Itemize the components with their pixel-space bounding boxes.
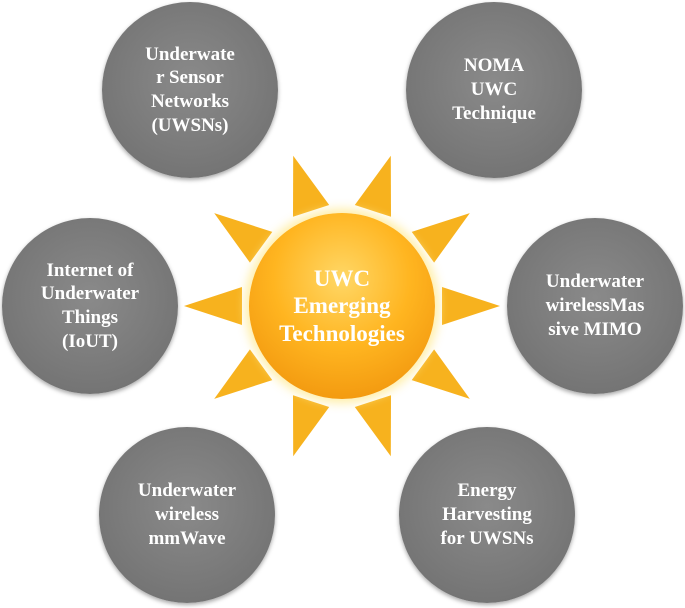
node-energy-label: Energy Harvesting for UWSNs [440,480,534,549]
node-mmwave: Underwater wireless mmWave [99,427,275,603]
sun-ray-0 [442,287,500,325]
node-iout-label: Internet of Underwater Things (IoUT) [40,259,140,352]
node-iout: Internet of Underwater Things (IoUT) [2,218,178,394]
center-circle: UWC Emerging Technologies [249,213,435,399]
node-noma-label: NOMA UWC Technique [452,55,536,124]
sun-ray-5 [184,287,242,325]
sun-ray-4 [214,349,273,399]
sun-ray-2 [354,395,391,457]
center-label: UWC Emerging Technologies [279,265,405,346]
sun-ray-9 [411,213,470,263]
sun-ray-7 [293,155,330,217]
node-mmwave-label: Underwater wireless mmWave [137,480,237,549]
sun-ray-3 [293,395,330,457]
sun-ray-1 [411,349,470,399]
node-noma: NOMA UWC Technique [406,2,582,178]
node-mimo-label: Underwater wirelessMas sive MIMO [545,271,645,340]
node-uwsns: Underwate r Sensor Networks (UWSNs) [102,2,278,178]
sun-ray-6 [214,213,273,263]
node-energy: Energy Harvesting for UWSNs [399,427,575,603]
sun-ray-8 [354,155,391,217]
node-uwsns-label: Underwate r Sensor Networks (UWSNs) [145,43,235,136]
node-mimo: Underwater wirelessMas sive MIMO [507,218,683,394]
